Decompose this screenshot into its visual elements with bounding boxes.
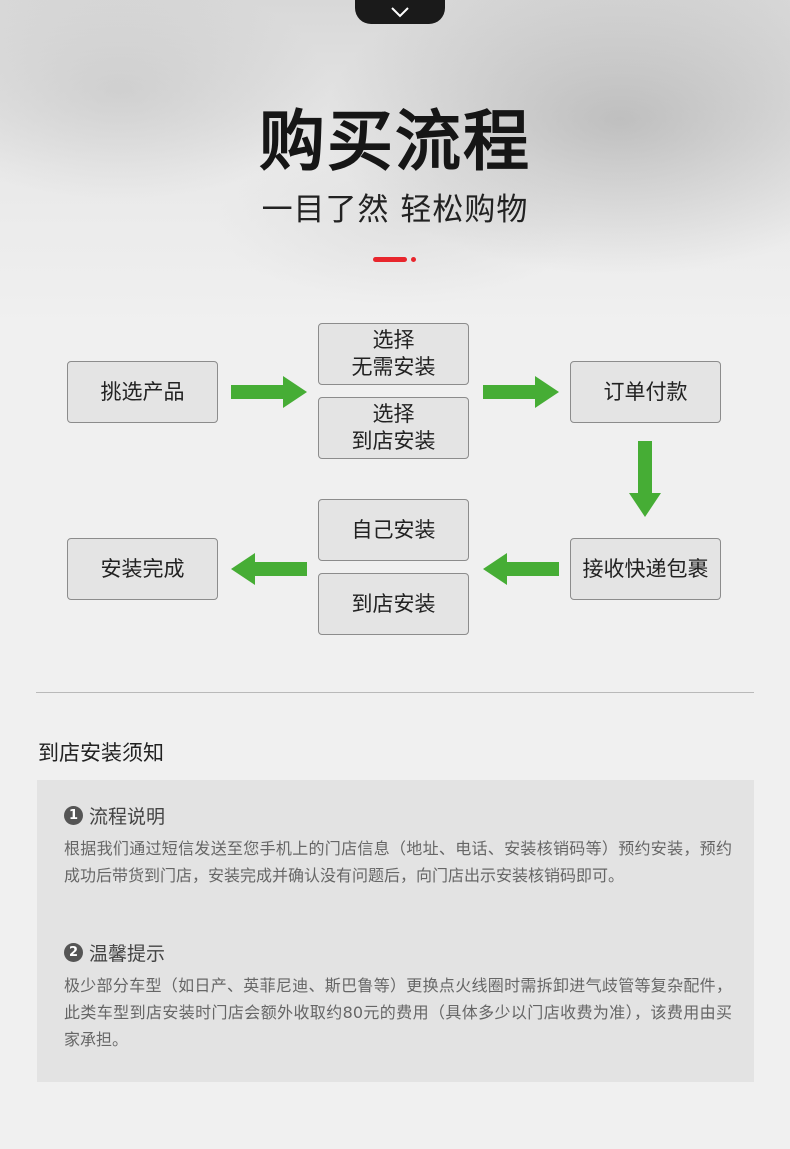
option-no-install: 选择 无需安装 — [318, 323, 469, 385]
arrow-right-icon — [231, 376, 307, 408]
page-subtitle: 一目了然 轻松购物 — [261, 192, 529, 228]
arrow-right-icon — [483, 376, 559, 408]
notice-title: 到店安装须知 — [38, 741, 164, 765]
step-label: 挑选产品 — [100, 379, 185, 404]
step-label: 安装完成 — [100, 556, 185, 581]
step-order-payment: 订单付款 — [570, 361, 721, 423]
option-label-line2: 到店安装 — [351, 429, 436, 453]
option-store-install: 选择 到店安装 — [318, 397, 469, 459]
number-2-icon: 2 — [64, 943, 83, 962]
step-label: 接收快递包裹 — [582, 556, 709, 581]
option-store-install-2: 到店安装 — [318, 573, 469, 635]
arrow-left-icon — [483, 553, 559, 585]
step-receive-package: 接收快递包裹 — [570, 538, 721, 600]
option-label-line1: 选择 — [372, 402, 415, 426]
option-label: 自己安装 — [351, 517, 436, 542]
chevron-down-icon — [391, 7, 409, 18]
notice-section-heading: 2 温馨提示 — [64, 939, 165, 966]
option-label-line2: 无需安装 — [351, 355, 436, 379]
accent-bar — [373, 257, 407, 262]
step-label: 订单付款 — [603, 379, 688, 404]
step-select-products: 挑选产品 — [67, 361, 218, 423]
scroll-down-tab[interactable] — [355, 0, 445, 24]
option-label: 到店安装 — [351, 591, 436, 616]
arrow-down-icon — [629, 441, 661, 517]
arrow-left-icon — [231, 553, 307, 585]
accent-dot — [411, 257, 416, 262]
notice-section-body: 极少部分车型（如日产、英菲尼迪、斯巴鲁等）更换点火线圈时需拆卸进气歧管等复杂配件… — [64, 976, 732, 1049]
number-1-icon: 1 — [64, 806, 83, 825]
option-label-line1: 选择 — [372, 328, 415, 352]
section-heading-text: 温馨提示 — [89, 943, 166, 965]
hero-background — [0, 0, 790, 330]
section-heading-text: 流程说明 — [89, 806, 166, 828]
option-self-install: 自己安装 — [318, 499, 469, 561]
notice-section-body: 根据我们通过短信发送至您手机上的门店信息（地址、电话、安装核销码等）预约安装，预… — [64, 839, 732, 885]
page-title: 购买流程 — [259, 103, 531, 180]
step-install-complete: 安装完成 — [67, 538, 218, 600]
section-divider — [36, 692, 754, 693]
notice-panel: 1 流程说明 根据我们通过短信发送至您手机上的门店信息（地址、电话、安装核销码等… — [37, 780, 754, 1082]
notice-section-heading: 1 流程说明 — [64, 802, 165, 829]
